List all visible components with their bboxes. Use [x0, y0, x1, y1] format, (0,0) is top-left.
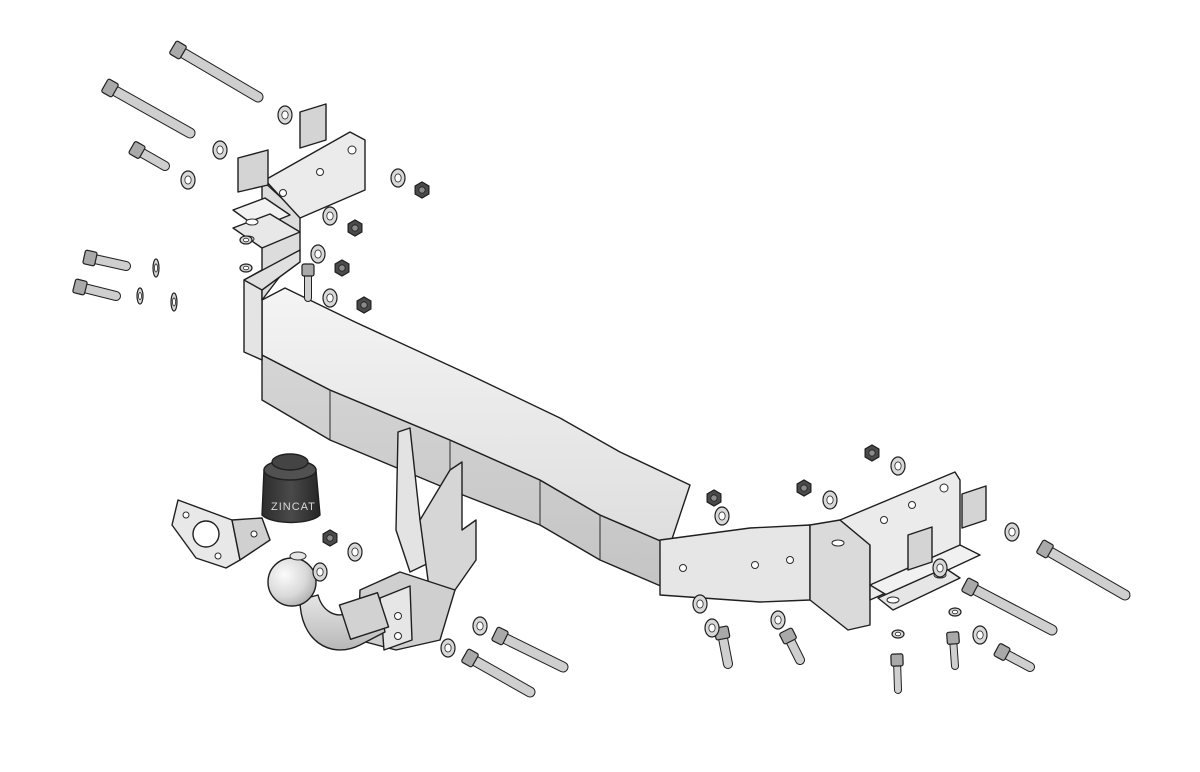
washer [972, 625, 988, 645]
nut [322, 529, 338, 547]
washer [891, 629, 905, 639]
washer [239, 235, 253, 245]
tow-ball-cap: ZINCAT [261, 453, 321, 524]
washer [277, 105, 293, 125]
washer [170, 292, 178, 312]
nut [864, 444, 880, 462]
bolt [1036, 539, 1131, 601]
washer [136, 287, 144, 305]
cap-label: ZINCAT [271, 501, 316, 513]
washer [180, 170, 196, 190]
washer [239, 263, 253, 273]
washer [472, 616, 488, 636]
washer [932, 558, 948, 578]
nut [706, 489, 722, 507]
bolt [491, 626, 569, 673]
bolt [890, 653, 904, 694]
bolt [961, 577, 1058, 636]
bolt [993, 643, 1035, 672]
bolt [946, 631, 960, 670]
washer [822, 490, 838, 510]
washer [770, 610, 786, 630]
nut [347, 219, 363, 237]
bolt [461, 648, 536, 698]
washer [310, 244, 326, 264]
tow-ball [267, 557, 317, 607]
bolt [82, 249, 131, 271]
washer [714, 506, 730, 526]
bolt [101, 78, 196, 139]
washer [1004, 522, 1020, 542]
bolt-group [72, 40, 1131, 698]
spacer-plates [237, 103, 987, 571]
washer [322, 288, 338, 308]
washer [312, 562, 328, 582]
bolt [301, 263, 315, 302]
washer [890, 456, 906, 476]
nut [356, 296, 372, 314]
bolt [72, 278, 121, 301]
washer [212, 140, 228, 160]
washer [704, 618, 720, 638]
nut [334, 259, 350, 277]
bolt [169, 40, 264, 103]
nut [796, 479, 812, 497]
socket-bracket [171, 499, 271, 569]
bolt [779, 627, 805, 665]
nut-group [322, 181, 880, 547]
right-mounting-bracket [659, 471, 981, 631]
washer [347, 542, 363, 562]
washer [390, 168, 406, 188]
washer [948, 607, 962, 617]
washer-group [136, 105, 1020, 658]
tow-ball-arm [267, 551, 390, 651]
washer [692, 594, 708, 614]
washer [440, 638, 456, 658]
nut [414, 181, 430, 199]
washer [322, 206, 338, 226]
washer [152, 258, 160, 278]
bolt [128, 141, 170, 171]
